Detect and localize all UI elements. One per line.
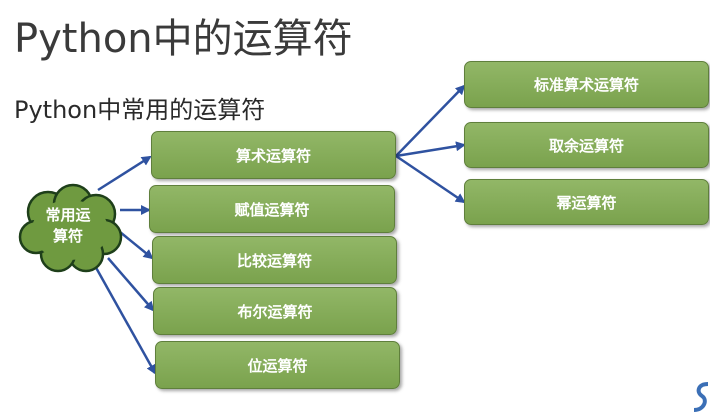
arrow-root-to-comparison <box>119 231 154 260</box>
box-power-operator: 幂运算符 <box>464 179 709 225</box>
box-assignment-operators: 赋值运算符 <box>149 185 395 233</box>
root-node-label: 常用运 算符 <box>18 205 118 247</box>
box-boolean-operators: 布尔运算符 <box>153 287 397 335</box>
box-bitwise-operators: 位运算符 <box>155 341 400 389</box>
page-title: Python中的运算符 <box>14 16 353 62</box>
arrow-root-to-bitwise <box>92 263 157 375</box>
root-label-line2: 算符 <box>52 227 83 245</box>
arrow-root-to-boolean <box>107 257 155 312</box>
box-standard-arithmetic-operators: 标准算术运算符 <box>464 61 709 108</box>
root-label-line1: 常用运 <box>45 206 91 224</box>
arrow-arith-to-power <box>395 154 466 204</box>
root-cloud-shape <box>18 183 123 273</box>
arrow-root-to-arithmetic <box>97 155 152 192</box>
arrow-arith-to-standard <box>395 84 466 157</box>
box-arithmetic-operators: 算术运算符 <box>151 131 396 179</box>
box-comparison-operators: 比较运算符 <box>152 236 397 284</box>
box-modulo-operator: 取余运算符 <box>464 122 709 168</box>
arrow-arith-to-modulo <box>395 141 466 158</box>
s-shape-logo-icon <box>693 382 709 412</box>
page-subtitle: Python中常用的运算符 <box>14 96 266 124</box>
